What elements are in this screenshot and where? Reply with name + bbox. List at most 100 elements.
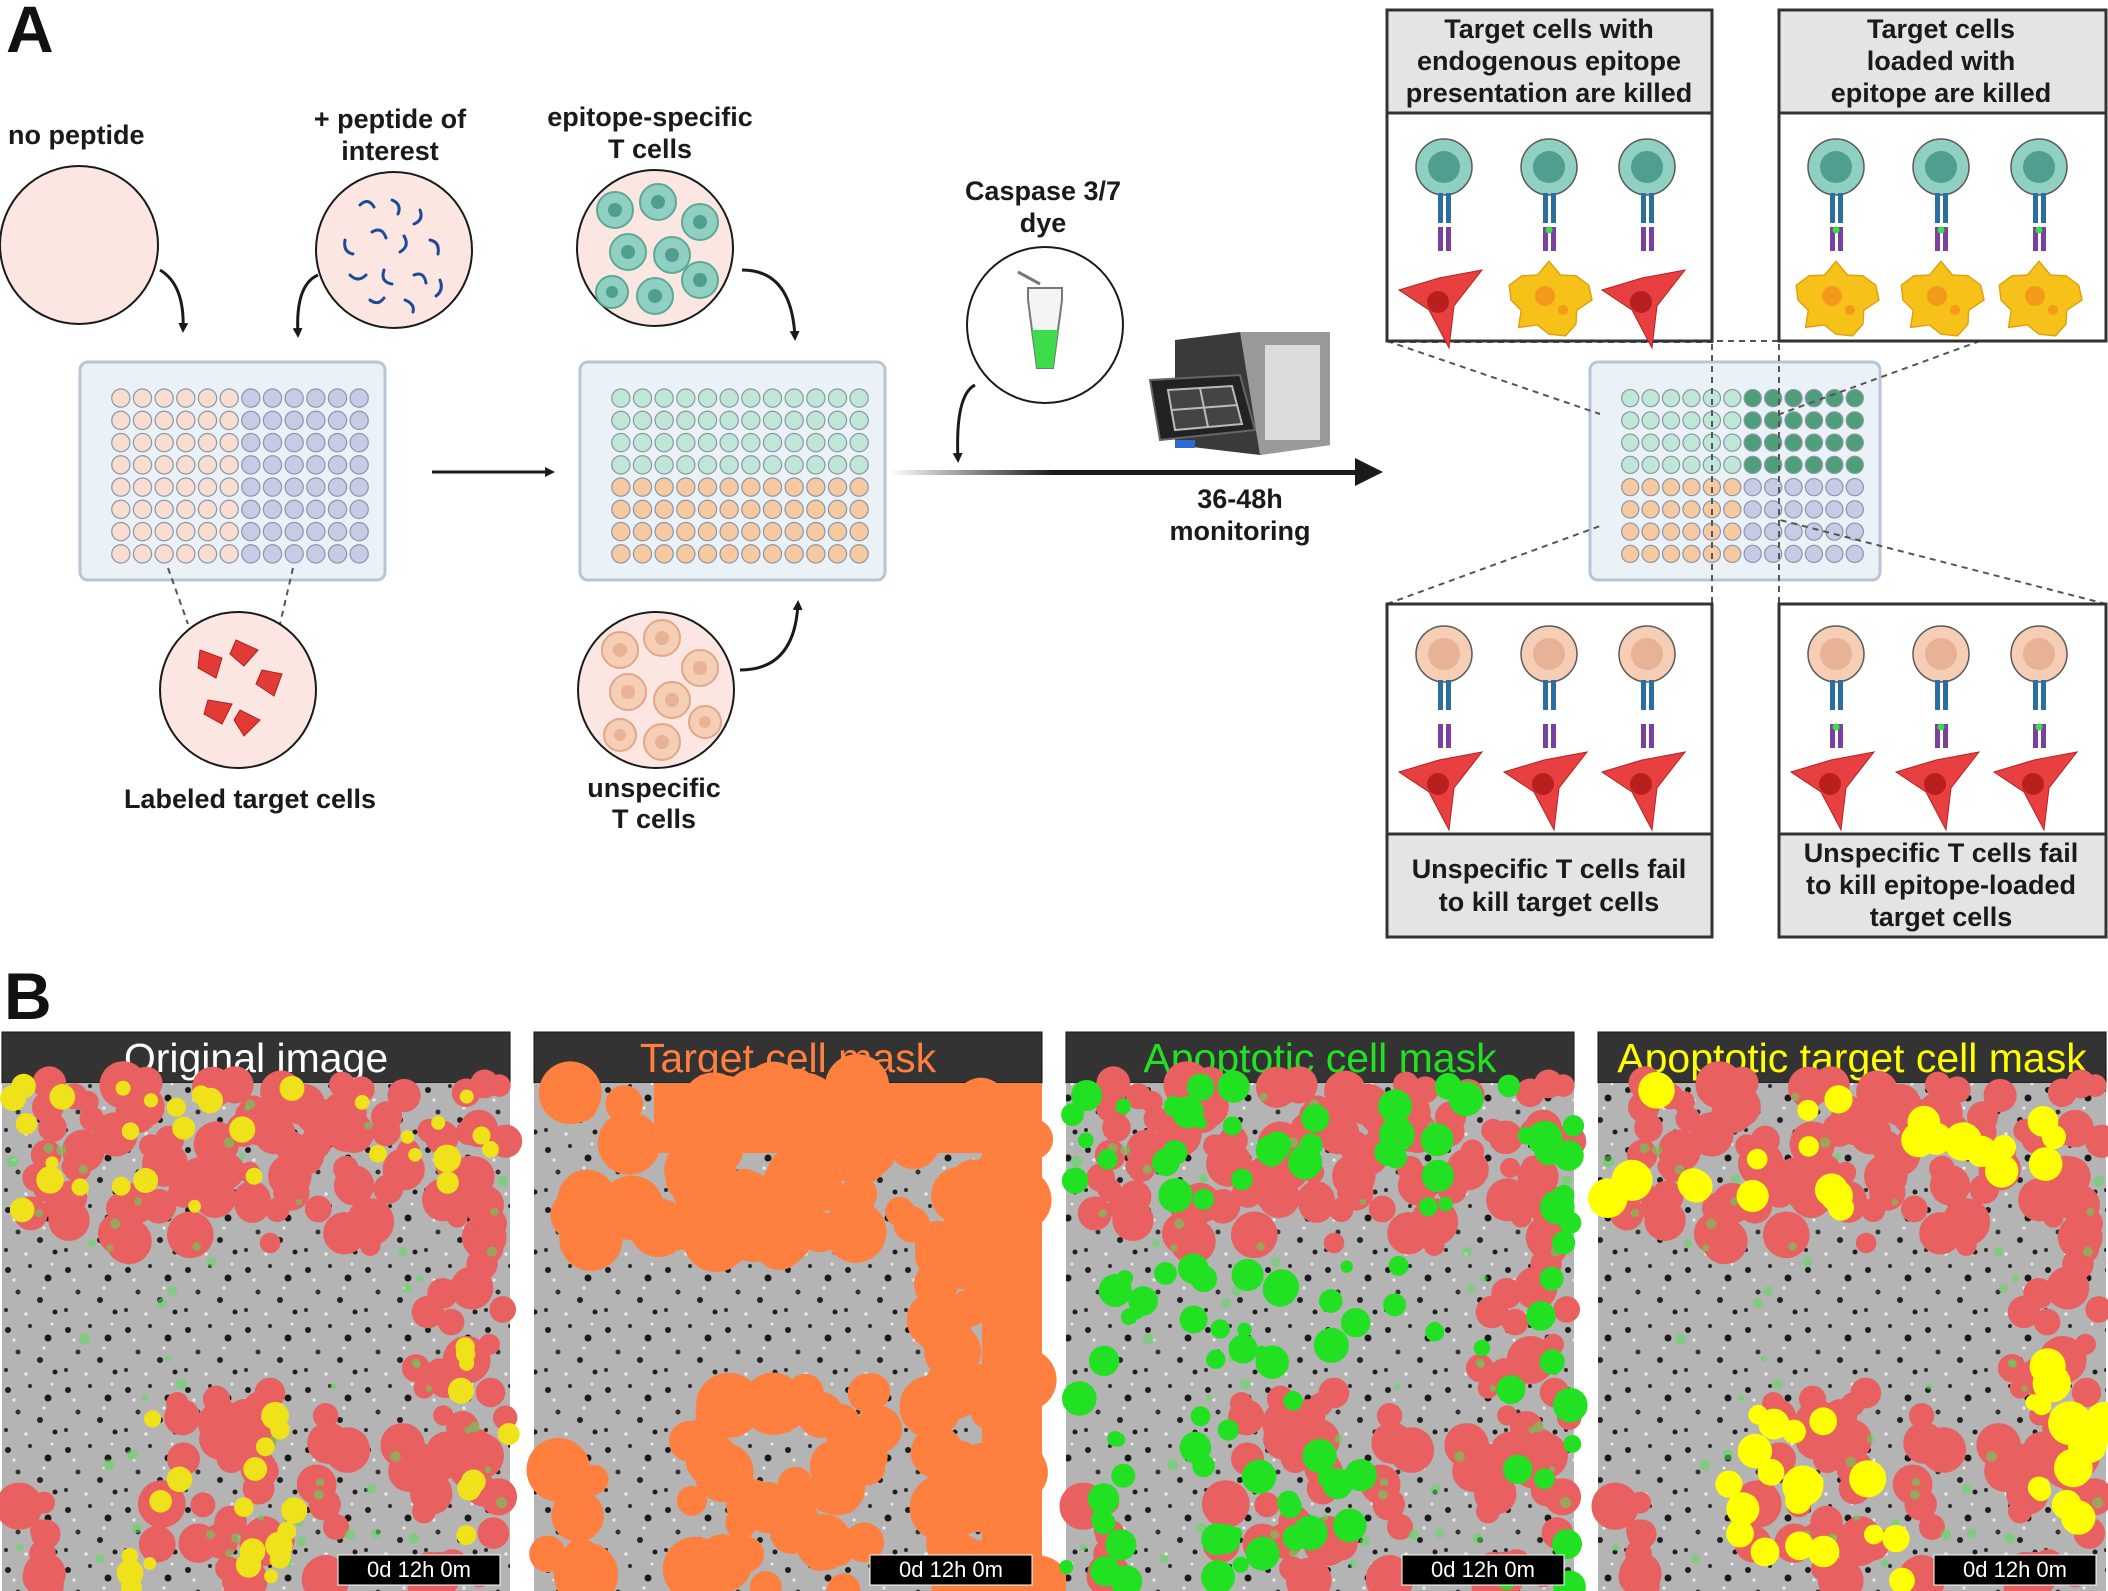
well bbox=[111, 521, 131, 542]
well bbox=[719, 388, 739, 408]
well bbox=[306, 432, 326, 453]
well bbox=[1743, 388, 1762, 408]
well bbox=[806, 410, 826, 431]
peptide-label-line2: interest bbox=[341, 136, 439, 166]
caspase-dye-tube-icon bbox=[966, 246, 1124, 404]
epitope-specific-line1: epitope-specific bbox=[547, 102, 753, 132]
well bbox=[349, 432, 369, 453]
well bbox=[806, 455, 826, 475]
well bbox=[197, 544, 218, 564]
well bbox=[1784, 477, 1803, 497]
well bbox=[1743, 544, 1762, 564]
well bbox=[827, 499, 848, 520]
dashed-connector bbox=[1386, 340, 2107, 605]
well bbox=[741, 388, 761, 408]
well bbox=[262, 455, 283, 475]
well bbox=[132, 410, 153, 431]
well bbox=[1804, 455, 1824, 475]
well bbox=[762, 521, 783, 542]
no-peptide-label: no peptide bbox=[8, 120, 145, 150]
well bbox=[676, 455, 696, 475]
well bbox=[611, 477, 631, 497]
well bbox=[762, 410, 783, 431]
plate-96-well-tcells bbox=[578, 360, 887, 582]
well bbox=[827, 455, 848, 475]
well bbox=[1621, 544, 1640, 564]
well bbox=[284, 432, 304, 453]
well bbox=[1641, 455, 1660, 475]
dashed-connector bbox=[167, 567, 294, 625]
well bbox=[1621, 477, 1640, 497]
well bbox=[132, 388, 153, 408]
well bbox=[676, 410, 696, 431]
well bbox=[611, 499, 631, 520]
well bbox=[654, 410, 674, 431]
curved-arrow-icon bbox=[741, 268, 800, 341]
well bbox=[654, 544, 674, 564]
well bbox=[1621, 500, 1640, 519]
well bbox=[827, 410, 848, 431]
well bbox=[349, 455, 369, 475]
well bbox=[1682, 544, 1701, 564]
epitope-specific-line2: T cells bbox=[608, 134, 692, 164]
well bbox=[262, 477, 283, 497]
well bbox=[262, 410, 283, 431]
specific-t-cells-icon bbox=[576, 169, 734, 327]
well bbox=[327, 432, 348, 453]
well bbox=[176, 544, 196, 564]
well bbox=[849, 521, 869, 542]
well bbox=[132, 499, 153, 520]
well bbox=[654, 521, 674, 542]
well bbox=[1804, 433, 1824, 452]
box-tr-line2: loaded with bbox=[1867, 46, 2016, 76]
well bbox=[697, 477, 718, 497]
well bbox=[1641, 477, 1660, 497]
well bbox=[762, 432, 783, 453]
well bbox=[197, 410, 218, 431]
well bbox=[762, 477, 783, 497]
well bbox=[1845, 388, 1864, 408]
box-tl-line3: presentation are killed bbox=[1406, 78, 1693, 108]
well bbox=[1825, 544, 1844, 564]
box-tl-line2: endogenous epitope bbox=[1417, 46, 1681, 76]
well bbox=[849, 499, 869, 520]
monitoring-line1: 36-48h bbox=[1197, 484, 1283, 514]
well bbox=[1784, 500, 1803, 519]
well bbox=[132, 432, 153, 453]
peptide-label-line1: + peptide of bbox=[314, 104, 467, 134]
panel-b-letter: B bbox=[4, 959, 52, 1033]
well bbox=[1723, 500, 1742, 519]
well bbox=[241, 499, 261, 520]
well bbox=[611, 432, 631, 453]
well bbox=[1682, 455, 1701, 475]
well bbox=[1804, 411, 1824, 430]
well bbox=[1641, 500, 1660, 519]
well bbox=[1845, 455, 1864, 475]
box-br-line1: Unspecific T cells fail bbox=[1804, 838, 2079, 868]
well bbox=[327, 521, 348, 542]
well bbox=[349, 410, 369, 431]
well bbox=[1825, 500, 1844, 519]
well bbox=[1763, 455, 1783, 475]
well bbox=[1784, 522, 1803, 541]
well bbox=[1661, 433, 1681, 452]
well bbox=[284, 477, 304, 497]
well bbox=[262, 432, 283, 453]
well bbox=[1804, 544, 1824, 564]
well bbox=[349, 477, 369, 497]
well bbox=[784, 410, 804, 431]
well bbox=[719, 499, 739, 520]
well bbox=[306, 499, 326, 520]
well bbox=[197, 477, 218, 497]
well bbox=[784, 477, 804, 497]
well bbox=[762, 544, 783, 564]
well bbox=[784, 432, 804, 453]
box-endogenous-killed: Target cells with endogenous epitope pre… bbox=[1385, 8, 1714, 350]
well bbox=[697, 521, 718, 542]
well bbox=[154, 477, 174, 497]
well bbox=[849, 455, 869, 475]
well bbox=[697, 410, 718, 431]
well bbox=[654, 499, 674, 520]
